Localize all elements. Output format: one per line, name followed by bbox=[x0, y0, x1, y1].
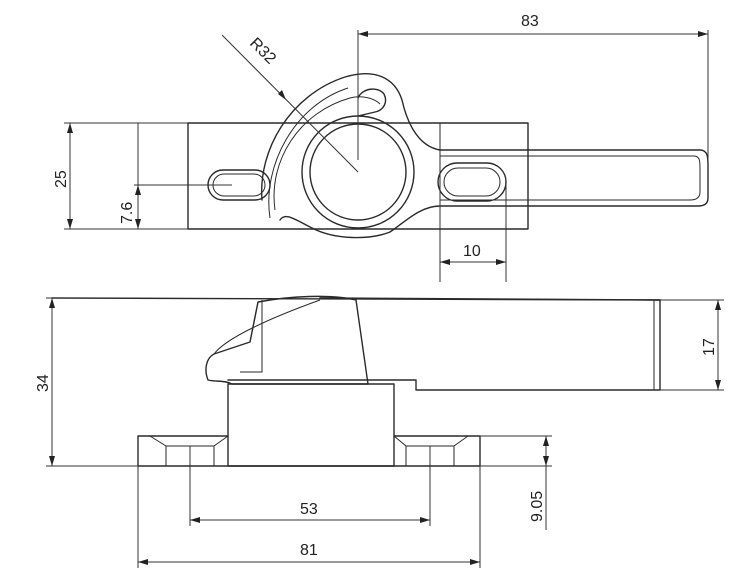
right-slot bbox=[437, 162, 507, 202]
side-lever-arm bbox=[227, 297, 661, 391]
dim-81-label: 81 bbox=[300, 542, 318, 559]
dim-7-6-label: 7.6 bbox=[119, 202, 136, 224]
dim-25-label: 25 bbox=[53, 170, 70, 188]
dim-34-label: 34 bbox=[35, 374, 52, 392]
dim-10-label: 10 bbox=[463, 243, 481, 260]
side-knob bbox=[205, 295, 369, 385]
side-body bbox=[227, 383, 395, 467]
side-view: 34 17 9.05 53 81 bbox=[35, 295, 724, 568]
dim-9-05-label: 9.05 bbox=[529, 491, 546, 522]
side-base-plate bbox=[137, 435, 481, 467]
dim-53-label: 53 bbox=[300, 501, 318, 518]
lever-handle bbox=[260, 73, 709, 239]
dim-17-label: 17 bbox=[701, 338, 718, 356]
dim-83-label: 83 bbox=[521, 13, 539, 30]
radius-label: R32 bbox=[246, 35, 279, 68]
top-view: R32 83 25 7.6 10 bbox=[53, 13, 709, 282]
